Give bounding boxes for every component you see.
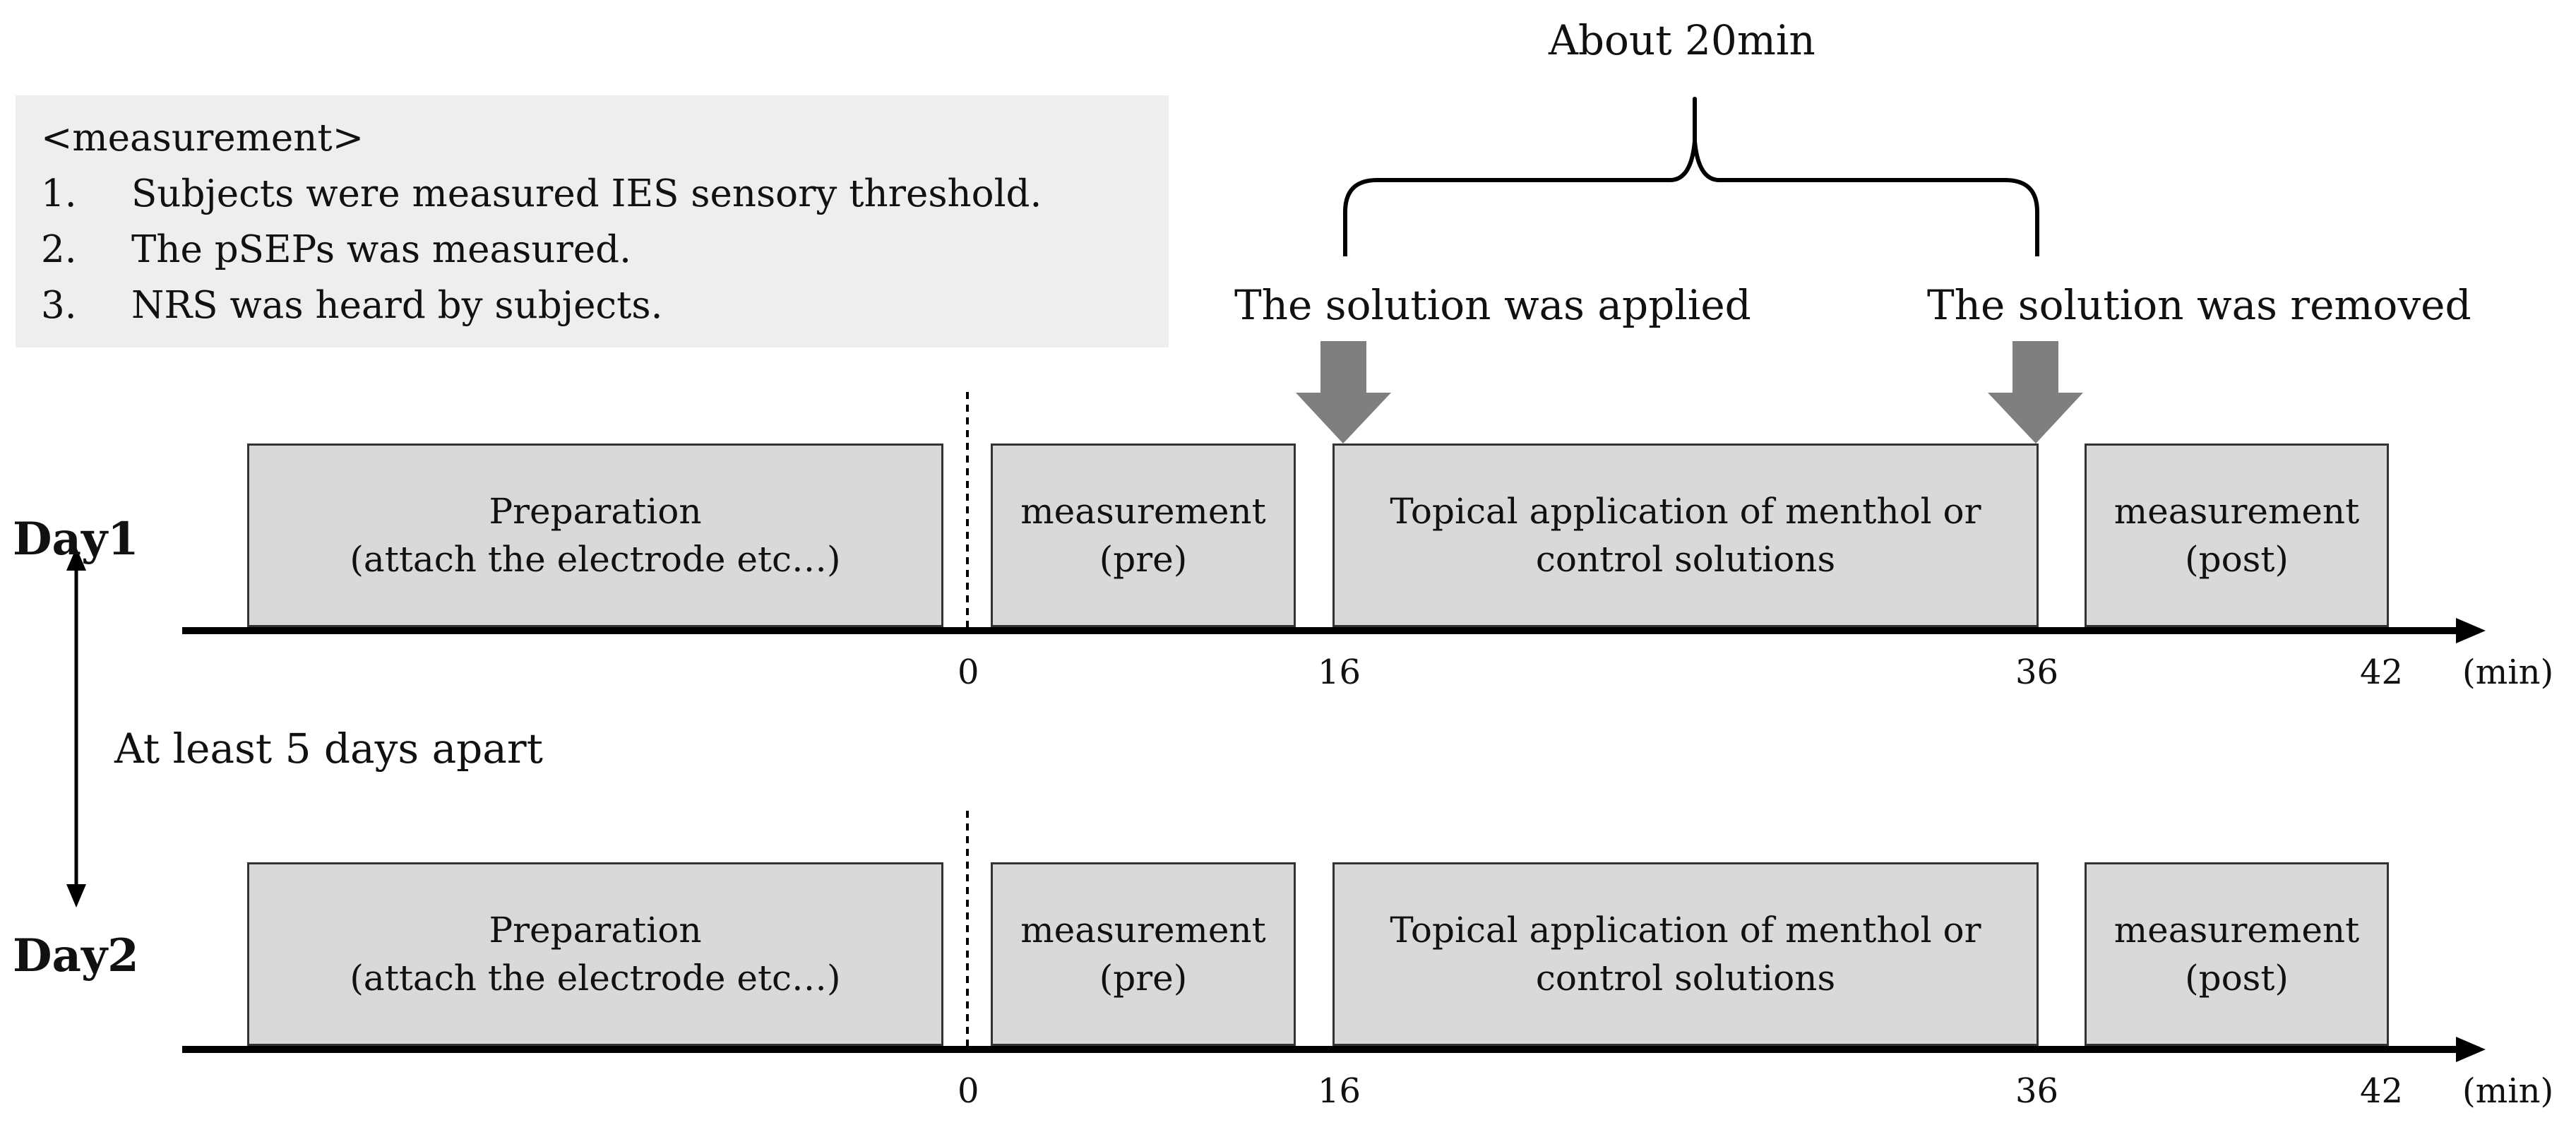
tick-label: 36 bbox=[2015, 653, 2059, 692]
phase-measurement-post: measurement (post) bbox=[2085, 862, 2389, 1046]
phase-title: Topical application of menthol or bbox=[1390, 491, 1981, 532]
note-text: The pSEPs was measured. bbox=[131, 228, 631, 271]
phase-title: measurement bbox=[2113, 910, 2360, 951]
note-number: 2. bbox=[41, 228, 77, 271]
day1-timeline: Preparation (attach the electrode etc…) … bbox=[0, 444, 2576, 627]
phase-subtitle: (post) bbox=[2185, 958, 2289, 999]
day2-timeline: Preparation (attach the electrode etc…) … bbox=[0, 862, 2576, 1046]
tick-label: 36 bbox=[2015, 1071, 2059, 1111]
phase-topical-application: Topical application of menthol or contro… bbox=[1332, 444, 2039, 627]
applied-down-arrow bbox=[1296, 341, 1391, 444]
phase-measurement-pre: measurement (pre) bbox=[991, 862, 1296, 1046]
phase-title: Preparation bbox=[489, 910, 702, 951]
tick-label: 42 bbox=[2360, 1071, 2404, 1111]
time-axis-arrowhead-day1 bbox=[2456, 618, 2486, 643]
day2-label: Day2 bbox=[13, 929, 139, 982]
tick-label: 0 bbox=[958, 653, 979, 692]
axis-unit-label: (min) bbox=[2462, 1071, 2554, 1111]
arrow-up-head bbox=[66, 547, 86, 571]
phase-measurement-post: measurement (post) bbox=[2085, 444, 2389, 627]
time-axis-arrowhead-day2 bbox=[2456, 1037, 2486, 1062]
note-text: Subjects were measured IES sensory thres… bbox=[131, 172, 1042, 215]
duration-brace bbox=[1343, 97, 2039, 256]
axis-unit-label: (min) bbox=[2462, 653, 2554, 692]
note-item: 2. The pSEPs was measured. bbox=[41, 222, 1145, 278]
tick-label: 16 bbox=[1318, 1071, 1361, 1111]
day1-label: Day1 bbox=[13, 513, 139, 566]
note-text: NRS was heard by subjects. bbox=[131, 284, 663, 327]
phase-title: Topical application of menthol or bbox=[1390, 910, 1981, 951]
phase-measurement-pre: measurement (pre) bbox=[991, 444, 1296, 627]
phase-subtitle: control solutions bbox=[1535, 958, 1836, 999]
phase-subtitle: control solutions bbox=[1535, 539, 1836, 580]
phase-title: measurement bbox=[1020, 910, 1266, 951]
phase-title: measurement bbox=[2113, 491, 2360, 532]
notes-heading: <measurement> bbox=[41, 117, 364, 160]
phase-topical-application: Topical application of menthol or contro… bbox=[1332, 862, 2039, 1046]
phase-subtitle: (post) bbox=[2185, 539, 2289, 580]
solution-removed-label: The solution was removed bbox=[1927, 281, 2471, 329]
days-apart-label: At least 5 days apart bbox=[114, 725, 543, 773]
phase-title: measurement bbox=[1020, 491, 1266, 532]
duration-label: About 20min bbox=[1549, 16, 1815, 64]
phase-preparation: Preparation (attach the electrode etc…) bbox=[247, 862, 943, 1046]
tick-label: 42 bbox=[2360, 653, 2404, 692]
tick-label: 0 bbox=[958, 1071, 979, 1111]
note-number: 1. bbox=[41, 172, 77, 215]
solution-applied-label: The solution was applied bbox=[1234, 281, 1751, 329]
arrow-down-head bbox=[66, 884, 86, 907]
phase-subtitle: (pre) bbox=[1099, 539, 1188, 580]
measurement-notes-box: <measurement> 1. Subjects were measured … bbox=[16, 95, 1169, 347]
phase-subtitle: (attach the electrode etc…) bbox=[350, 958, 841, 999]
note-number: 3. bbox=[41, 284, 77, 327]
phase-preparation: Preparation (attach the electrode etc…) bbox=[247, 444, 943, 627]
removed-down-arrow bbox=[1988, 341, 2083, 444]
tick-label: 16 bbox=[1318, 653, 1361, 692]
phase-subtitle: (pre) bbox=[1099, 958, 1188, 999]
note-item: 3. NRS was heard by subjects. bbox=[41, 278, 1145, 333]
note-item: 1. Subjects were measured IES sensory th… bbox=[41, 166, 1145, 222]
phase-subtitle: (attach the electrode etc…) bbox=[350, 539, 841, 580]
phase-title: Preparation bbox=[489, 491, 702, 532]
